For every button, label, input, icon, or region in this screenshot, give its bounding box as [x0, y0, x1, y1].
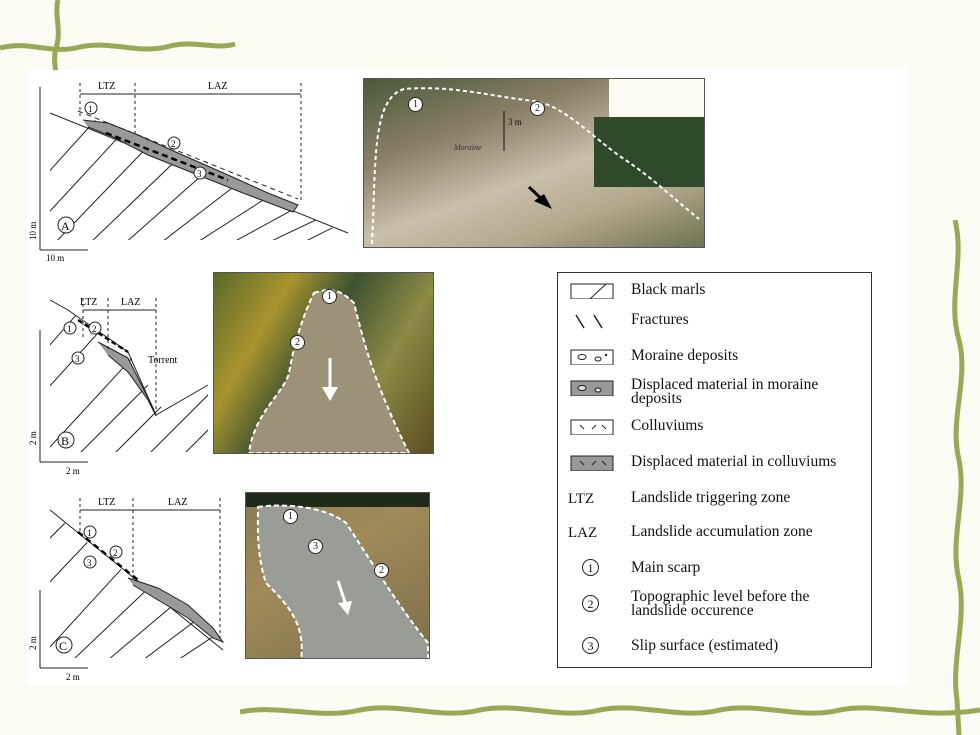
photo-landslide-c: 1 3 2 [245, 492, 430, 659]
ltz-label-c: LTZ [98, 497, 115, 508]
svg-text:2 m: 2 m [66, 466, 80, 476]
colluviums-symbol-icon [570, 419, 614, 435]
displaced-colluviums-symbol-icon [570, 455, 614, 471]
ltz-label-a: LTZ [98, 81, 115, 92]
photo-c-marker-3: 3 [308, 539, 323, 554]
decorative-vine-right [952, 220, 965, 735]
legend-item-black-marls: Black marls [558, 279, 871, 309]
photo-landslide-a: 3 m Moraine 1 2 [363, 78, 705, 248]
photo-a-marker-1: 1 [408, 97, 423, 112]
svg-text:1: 1 [87, 528, 92, 538]
moraine-symbol-icon [570, 349, 614, 365]
ltz-label-b: LTZ [80, 297, 97, 308]
cross-section-b: LTZ LAZ Torrent 1 2 3 B 2 m 2 m [28, 297, 209, 476]
legend-item-topographic-level: 2 Topographic level before the landslide… [558, 589, 871, 625]
photo-a-scale-note: 3 m [508, 117, 522, 127]
displaced-moraine-symbol-icon [570, 380, 614, 396]
legend-item-colluviums: Colluviums [558, 415, 871, 445]
svg-text:2 m: 2 m [66, 672, 80, 682]
photo-b-marker-1: 1 [322, 289, 337, 304]
photo-a-marker-2: 2 [530, 101, 545, 116]
photo-a-deposit-note: Moraine [454, 143, 482, 152]
cross-section-c: LTZ LAZ 1 2 3 C 2 m 2 m [28, 497, 228, 682]
cross-section-a: LTZ LAZ 1 2 3 A 10 m 10 m [28, 81, 349, 263]
svg-text:A: A [61, 219, 70, 233]
svg-text:1: 1 [88, 104, 93, 114]
svg-text:10 m: 10 m [28, 222, 38, 240]
svg-text:3: 3 [75, 354, 80, 364]
svg-text:2: 2 [113, 548, 118, 558]
svg-text:2 m: 2 m [28, 636, 38, 650]
legend-item-displaced-colluviums: Displaced material in colluviums [558, 451, 871, 481]
displaced-material-b [97, 341, 157, 417]
legend-item-laz: LAZ Landslide accumulation zone [568, 523, 813, 541]
svg-text:C: C [59, 639, 67, 653]
legend-item-slip-surface: 3 Slip surface (estimated) [558, 635, 871, 665]
svg-text:3: 3 [87, 558, 92, 568]
svg-text:2 m: 2 m [28, 431, 38, 445]
laz-label-c: LAZ [168, 497, 187, 508]
photo-c-marker-2: 2 [374, 563, 389, 578]
laz-label-b: LAZ [121, 297, 140, 308]
decorative-vine-top-left [0, 0, 236, 80]
svg-text:2: 2 [92, 324, 97, 334]
legend: Black marls Fractures Moraine deposits D… [557, 272, 872, 668]
torrent-label: Torrent [148, 355, 178, 366]
legend-item-fractures: Fractures [558, 311, 871, 341]
svg-text:3: 3 [197, 169, 202, 179]
legend-item-displaced-moraine: Displaced material in moraine deposits [558, 376, 871, 412]
displaced-material-c [127, 577, 225, 644]
photo-b-marker-2: 2 [290, 335, 305, 350]
fractures-symbol-icon [575, 314, 603, 329]
photo-landslide-b: 1 2 [213, 272, 434, 454]
photo-c-marker-1: 1 [283, 509, 298, 524]
svg-text:10 m: 10 m [46, 253, 64, 263]
legend-item-ltz: LTZ Landslide triggering zone [568, 489, 791, 507]
svg-text:B: B [61, 434, 69, 448]
black-marls-symbol-icon [570, 283, 614, 299]
svg-text:2: 2 [171, 139, 176, 149]
laz-label-a: LAZ [208, 81, 227, 92]
decorative-vine-bottom [240, 705, 980, 716]
legend-item-moraine: Moraine deposits [558, 345, 871, 375]
svg-text:1: 1 [67, 324, 72, 334]
legend-item-main-scarp: 1 Main scarp [558, 557, 871, 587]
